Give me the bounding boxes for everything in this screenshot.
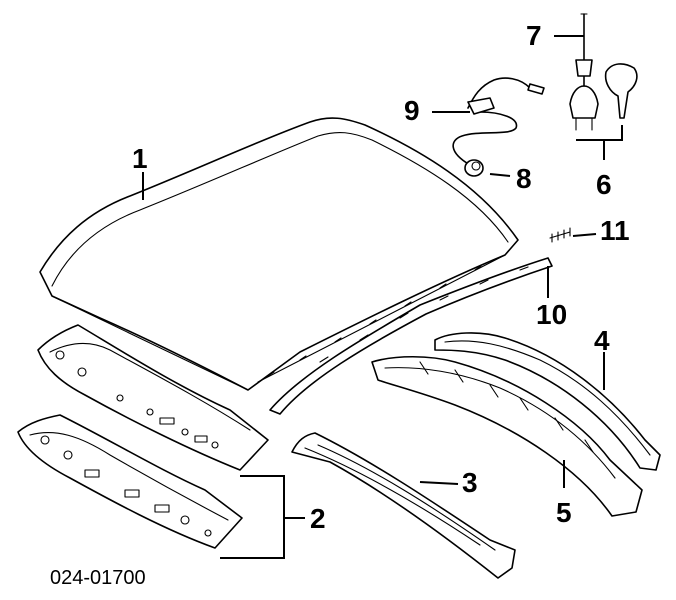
antenna-base bbox=[569, 63, 638, 131]
reference-code: 024-01700 bbox=[50, 567, 146, 589]
clip bbox=[549, 227, 571, 243]
callout-1: 1 bbox=[132, 143, 148, 174]
callout-3: 3 bbox=[462, 467, 478, 498]
roof-bow bbox=[291, 432, 516, 579]
front-header-panel-upper bbox=[37, 324, 269, 471]
rear-header-panel bbox=[371, 355, 643, 517]
front-header-panel-lower bbox=[17, 414, 243, 549]
antenna-cable bbox=[452, 77, 545, 166]
callout-8: 8 bbox=[516, 163, 532, 194]
antenna-mast bbox=[575, 13, 593, 87]
callout-7: 7 bbox=[526, 20, 542, 51]
callout-5: 5 bbox=[556, 497, 572, 528]
roof-rail-strip bbox=[269, 257, 553, 415]
leader-lines bbox=[142, 35, 623, 559]
callout-labels: 1 2 3 4 5 6 7 8 9 10 11 bbox=[132, 20, 630, 534]
callout-10: 10 bbox=[536, 299, 567, 330]
roof-panel bbox=[39, 117, 519, 391]
callout-2: 2 bbox=[310, 503, 326, 534]
callout-11: 11 bbox=[600, 215, 630, 246]
rear-header-inner bbox=[434, 332, 661, 471]
callout-9: 9 bbox=[404, 95, 420, 126]
callout-4: 4 bbox=[594, 325, 610, 356]
callout-6: 6 bbox=[596, 169, 612, 200]
cable-grommet bbox=[464, 159, 484, 177]
